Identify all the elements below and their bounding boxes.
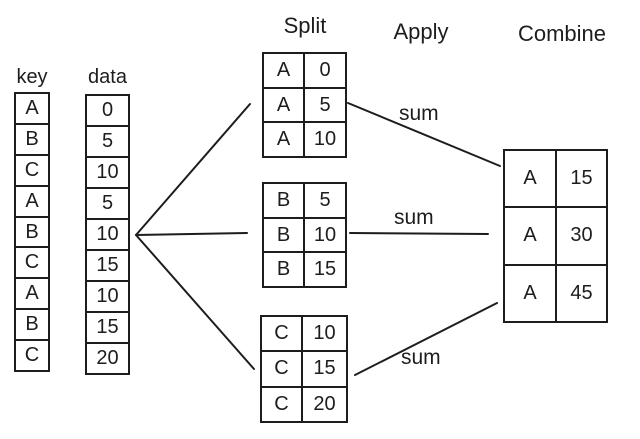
split-value-cell: 20	[313, 392, 336, 415]
data-cell: 10	[87, 218, 128, 249]
table-row: C 15	[262, 350, 346, 386]
split-value-cell: 10	[313, 223, 337, 246]
sum-label: sum	[399, 102, 439, 125]
split-key-cell: C	[262, 352, 303, 386]
table-row: A 10	[264, 121, 345, 157]
line-data-to-split-a	[135, 103, 251, 236]
table-row: A 45	[505, 263, 606, 321]
table-row: A 15	[505, 151, 606, 207]
split-key-cell: C	[262, 387, 303, 421]
split-value-cell: 15	[313, 258, 337, 281]
split-key-cell: A	[264, 88, 305, 122]
split-table-c: C 10 C 15 C 20	[260, 315, 348, 423]
combine-value-cell: 45	[570, 281, 593, 304]
data-column-label: data	[88, 66, 127, 88]
split-table-a: A 0 A 5 A 10	[262, 52, 347, 158]
table-row: B 10	[264, 216, 345, 252]
stage-label-split: Split	[283, 13, 327, 38]
line-split-b-to-combine	[349, 232, 489, 235]
sum-label: sum	[394, 206, 434, 229]
key-cell: C	[16, 153, 48, 185]
combine-value-cell: 15	[570, 167, 593, 190]
split-value-cell: 10	[313, 128, 337, 151]
key-cell: C	[16, 246, 48, 277]
split-value-cell: 5	[319, 93, 331, 116]
key-column-label: key	[16, 66, 48, 88]
key-cell: B	[16, 122, 48, 154]
table-row: C 20	[262, 385, 346, 421]
line-data-to-split-c	[135, 234, 255, 370]
split-key-cell: A	[264, 54, 305, 87]
table-row: B 15	[264, 251, 345, 287]
split-table-b: B 5 B 10 B 15	[262, 182, 347, 288]
table-row: B 5	[264, 184, 345, 217]
split-value-cell: 0	[319, 58, 331, 81]
key-cell: A	[16, 184, 48, 216]
split-value-cell: 10	[313, 322, 336, 345]
key-table: A B C A B C A B C	[14, 92, 50, 372]
sum-label: sum	[401, 346, 441, 369]
split-key-cell: A	[264, 123, 305, 157]
key-cell: C	[16, 339, 48, 370]
split-key-cell: B	[264, 184, 305, 217]
data-cell: 10	[87, 280, 128, 311]
table-row: A 5	[264, 86, 345, 122]
data-cell: 10	[87, 156, 128, 187]
data-cell: 20	[87, 342, 128, 373]
stage-label-combine: Combine	[517, 21, 607, 46]
line-data-to-split-b	[135, 232, 248, 236]
data-cell: 0	[101, 99, 114, 121]
key-cell: B	[16, 215, 48, 247]
split-value-cell: 15	[313, 357, 336, 380]
combine-key-cell: A	[505, 265, 557, 321]
table-row: A 30	[505, 206, 606, 264]
combine-table: A 15 A 30 A 45	[503, 149, 608, 323]
key-cell: B	[16, 308, 48, 339]
data-cell: 5	[87, 125, 128, 156]
data-table: 0 5 10 5 10 15 10 15 20	[85, 94, 130, 375]
combine-key-cell: A	[505, 151, 557, 207]
combine-value-cell: 30	[570, 224, 593, 247]
split-key-cell: B	[264, 218, 305, 252]
data-cell: 5	[87, 187, 128, 218]
split-value-cell: 5	[319, 188, 331, 211]
table-row: C 10	[262, 317, 346, 351]
stage-label-apply: Apply	[393, 19, 449, 44]
split-key-cell: B	[264, 253, 305, 287]
key-cell: A	[16, 277, 48, 308]
data-cell: 15	[87, 249, 128, 280]
split-key-cell: C	[262, 317, 303, 351]
key-cell: A	[25, 96, 39, 119]
combine-key-cell: A	[505, 208, 557, 264]
table-row: A 0	[264, 54, 345, 87]
data-cell: 15	[87, 311, 128, 342]
